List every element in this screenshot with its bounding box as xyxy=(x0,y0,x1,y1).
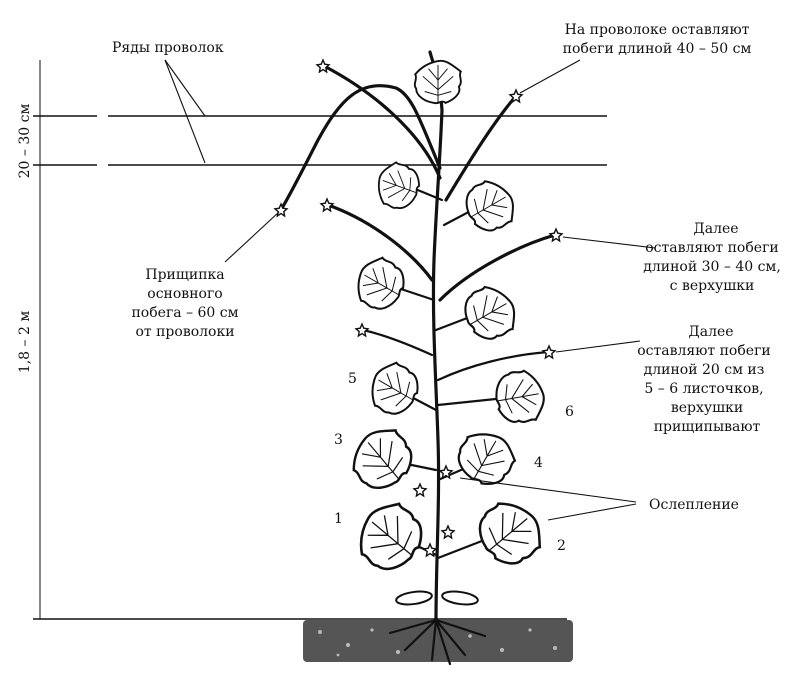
leaf-mid-left xyxy=(347,250,413,318)
cotyledon-left xyxy=(395,590,433,606)
next-20-line-3: длиной 20 см из xyxy=(644,362,765,378)
next-30-40-line-2: оставляют побеги xyxy=(645,240,779,256)
leaf-number-3: 3 xyxy=(334,432,343,448)
cotyledon-right xyxy=(441,590,479,606)
leaf-6 xyxy=(491,366,549,428)
wire-spacing-dimension-label: 20 – 30 см xyxy=(17,104,33,179)
leaf-number-5: 5 xyxy=(348,371,357,387)
leaf-3 xyxy=(341,418,423,500)
next-30-40-line-3: длиной 30 – 40 см, xyxy=(643,259,781,275)
leaf-1 xyxy=(346,493,434,582)
pointer-30-40 xyxy=(562,236,656,249)
pointer-wire-lower xyxy=(164,59,206,164)
pinch-note-line-4: от проволоки xyxy=(135,324,234,340)
shoot-right-upper xyxy=(438,233,557,302)
next-20-line-6: прищипывают xyxy=(654,419,761,435)
top-right-shoot xyxy=(444,94,518,202)
roots xyxy=(388,618,487,666)
leaf-2 xyxy=(467,490,552,576)
leaf-top xyxy=(413,59,462,105)
pointer-blinding-lower xyxy=(547,503,637,521)
leaf-4 xyxy=(449,422,523,494)
leaf-number-4: 4 xyxy=(534,455,543,471)
shoot-right-mid xyxy=(436,350,550,382)
shoot-left-mid xyxy=(361,328,434,357)
leaf-5 xyxy=(361,355,427,423)
height-dimension-label: 1,8 – 2 м xyxy=(17,311,33,374)
next-20-line-4: 5 – 6 листочков, xyxy=(644,381,763,397)
main-shoot-arc xyxy=(280,84,442,210)
pointer-wire-upper xyxy=(164,59,206,117)
leaf-number-6: 6 xyxy=(565,404,574,420)
pointer-top-shoot xyxy=(519,59,581,94)
leaf-number-2: 2 xyxy=(557,538,566,554)
blinding-label: Ослепление xyxy=(649,497,739,513)
top-note-line-2: побеги длиной 40 – 50 см xyxy=(563,41,752,57)
pinch-note-line-2: основного xyxy=(147,286,222,302)
leaf-upper-right xyxy=(457,172,523,240)
next-30-40-line-4: с верхушки xyxy=(670,278,755,294)
next-30-40-line-1: Далее xyxy=(693,221,738,237)
leaf-upper-left xyxy=(370,157,426,215)
wire-rows-label: Ряды проволок xyxy=(112,40,224,56)
leaf-number-1: 1 xyxy=(334,511,343,527)
shoot-left-upper xyxy=(326,203,434,282)
pointer-20 xyxy=(555,340,641,353)
leaf-mid-right xyxy=(455,278,524,348)
top-note-line-1: На проволоке оставляют xyxy=(565,22,750,38)
pinch-note-line-3: побега – 60 см xyxy=(131,305,238,321)
next-20-line-1: Далее xyxy=(688,324,733,340)
pointer-blinding-upper xyxy=(459,477,637,503)
top-left-shoot xyxy=(322,64,442,180)
main-stem xyxy=(428,50,444,622)
next-20-line-2: оставляют побеги xyxy=(637,343,771,359)
pointer-pinch xyxy=(224,211,280,263)
pinch-note-line-1: Прищипка xyxy=(145,267,224,283)
next-20-line-5: верхушки xyxy=(671,400,743,416)
